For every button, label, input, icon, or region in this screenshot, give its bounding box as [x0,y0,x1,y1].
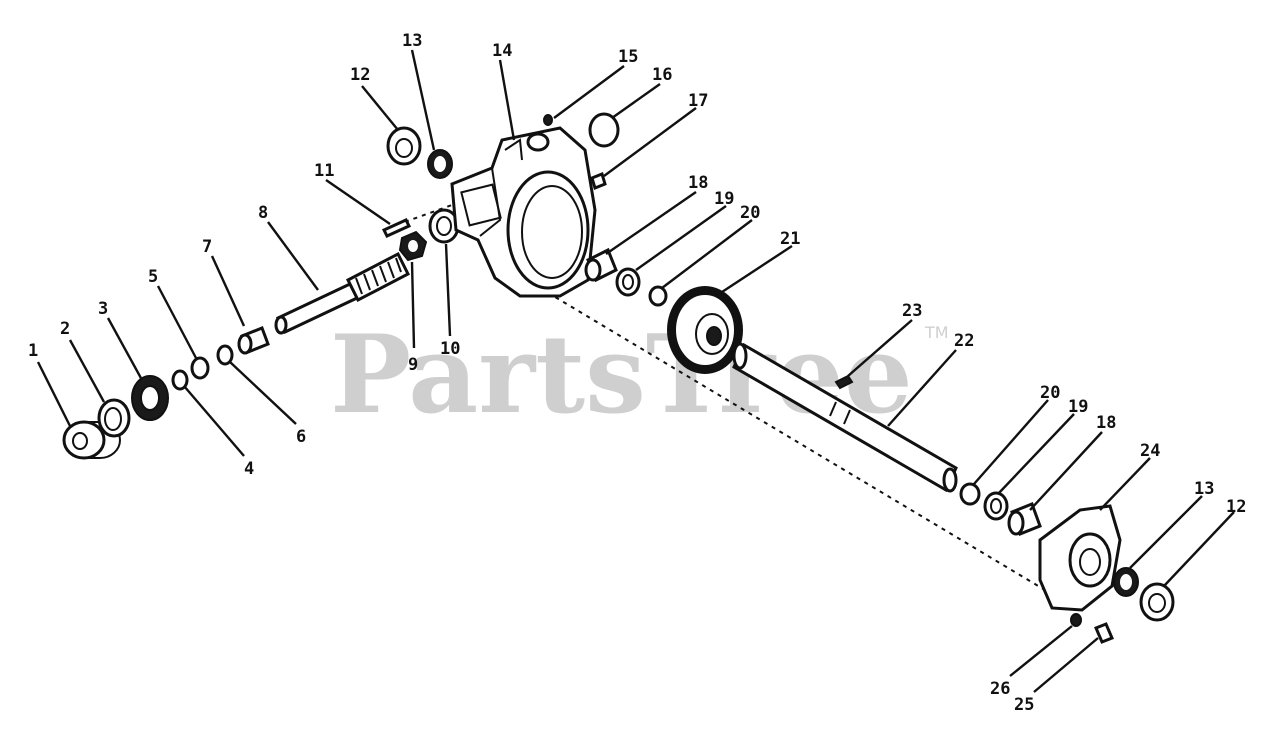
callout-part-20-upper: 20 [740,203,760,223]
part-20-ring-upper [648,285,668,307]
part-25-bolt [1094,622,1114,644]
callout-part-12-upper: 12 [350,65,370,85]
callout-part-19-lower: 19 [1068,397,1088,417]
callout-part-14: 14 [492,41,512,61]
callout-part-2: 2 [60,319,70,339]
callout-part-23: 23 [902,301,922,321]
callout-part-9: 9 [408,355,418,375]
part-19-washer-lower [983,491,1009,521]
part-5-washer [190,356,210,380]
part-23-key [834,374,854,390]
callout-part-11: 11 [314,161,334,181]
callout-part-5: 5 [148,267,158,287]
part-17-fitting [590,171,607,191]
part-4-washer [171,369,189,391]
callout-part-18-upper: 18 [688,173,708,193]
callout-part-15: 15 [618,47,638,67]
callout-part-24: 24 [1140,441,1160,461]
callout-part-20-lower: 20 [1040,383,1060,403]
callout-part-13-lower: 13 [1194,479,1214,499]
part-9-nut [398,230,428,262]
callout-part-25: 25 [1014,695,1034,715]
assembly-line-lower [539,287,1066,603]
part-12-seal-lower [1139,582,1175,622]
callout-part-21: 21 [780,229,800,249]
part-16-cap [588,112,620,148]
watermark-trademark: TM [924,323,949,342]
callout-part-12-lower: 12 [1226,497,1246,517]
watermark-text: PartsTree [330,312,913,438]
part-20-ring-lower [959,482,981,506]
callout-part-16: 16 [652,65,672,85]
callout-part-3: 3 [98,299,108,319]
part-24-housing-cover [1038,504,1122,612]
part-13-bearing-lower [1113,567,1139,597]
callout-part-10: 10 [440,339,460,359]
leader-lines [36,49,1235,693]
part-7-bushing [237,326,270,355]
part-18-bushing-lower [1007,502,1042,536]
callout-part-1: 1 [28,341,38,361]
callout-part-13-upper: 13 [402,31,422,51]
part-2-bearing-race [97,398,131,438]
part-13-bearing-upper [427,149,453,179]
part-6-retaining-ring [216,344,234,366]
part-26-lock-washer [1070,613,1082,627]
callout-part-17: 17 [688,91,708,111]
callout-numbers: 1 2 3 4 5 6 7 8 9 10 11 12 13 14 15 16 1… [28,31,1246,715]
callout-part-7: 7 [202,237,212,257]
part-10-seal [428,208,460,244]
callout-part-6: 6 [296,427,306,447]
part-12-seal-upper [386,126,422,166]
callout-part-26: 26 [990,679,1010,699]
callout-part-18-lower: 18 [1096,413,1116,433]
part-14-gear-housing [450,126,597,298]
part-3-roller-bearing [131,375,169,421]
callout-part-22: 22 [954,331,974,351]
part-18-bushing-upper [584,247,618,283]
callout-part-8: 8 [258,203,268,223]
watermark: PartsTree TM [330,312,949,438]
callout-part-19-upper: 19 [714,189,734,209]
part-8-worm-shaft [274,251,411,335]
part-11-pin [381,218,412,238]
part-21-worm-gear [667,286,743,374]
part-15-plug [543,114,553,126]
callout-part-4: 4 [244,459,254,479]
part-19-washer-upper [615,267,641,297]
part-22-axle-shaft [732,342,958,493]
